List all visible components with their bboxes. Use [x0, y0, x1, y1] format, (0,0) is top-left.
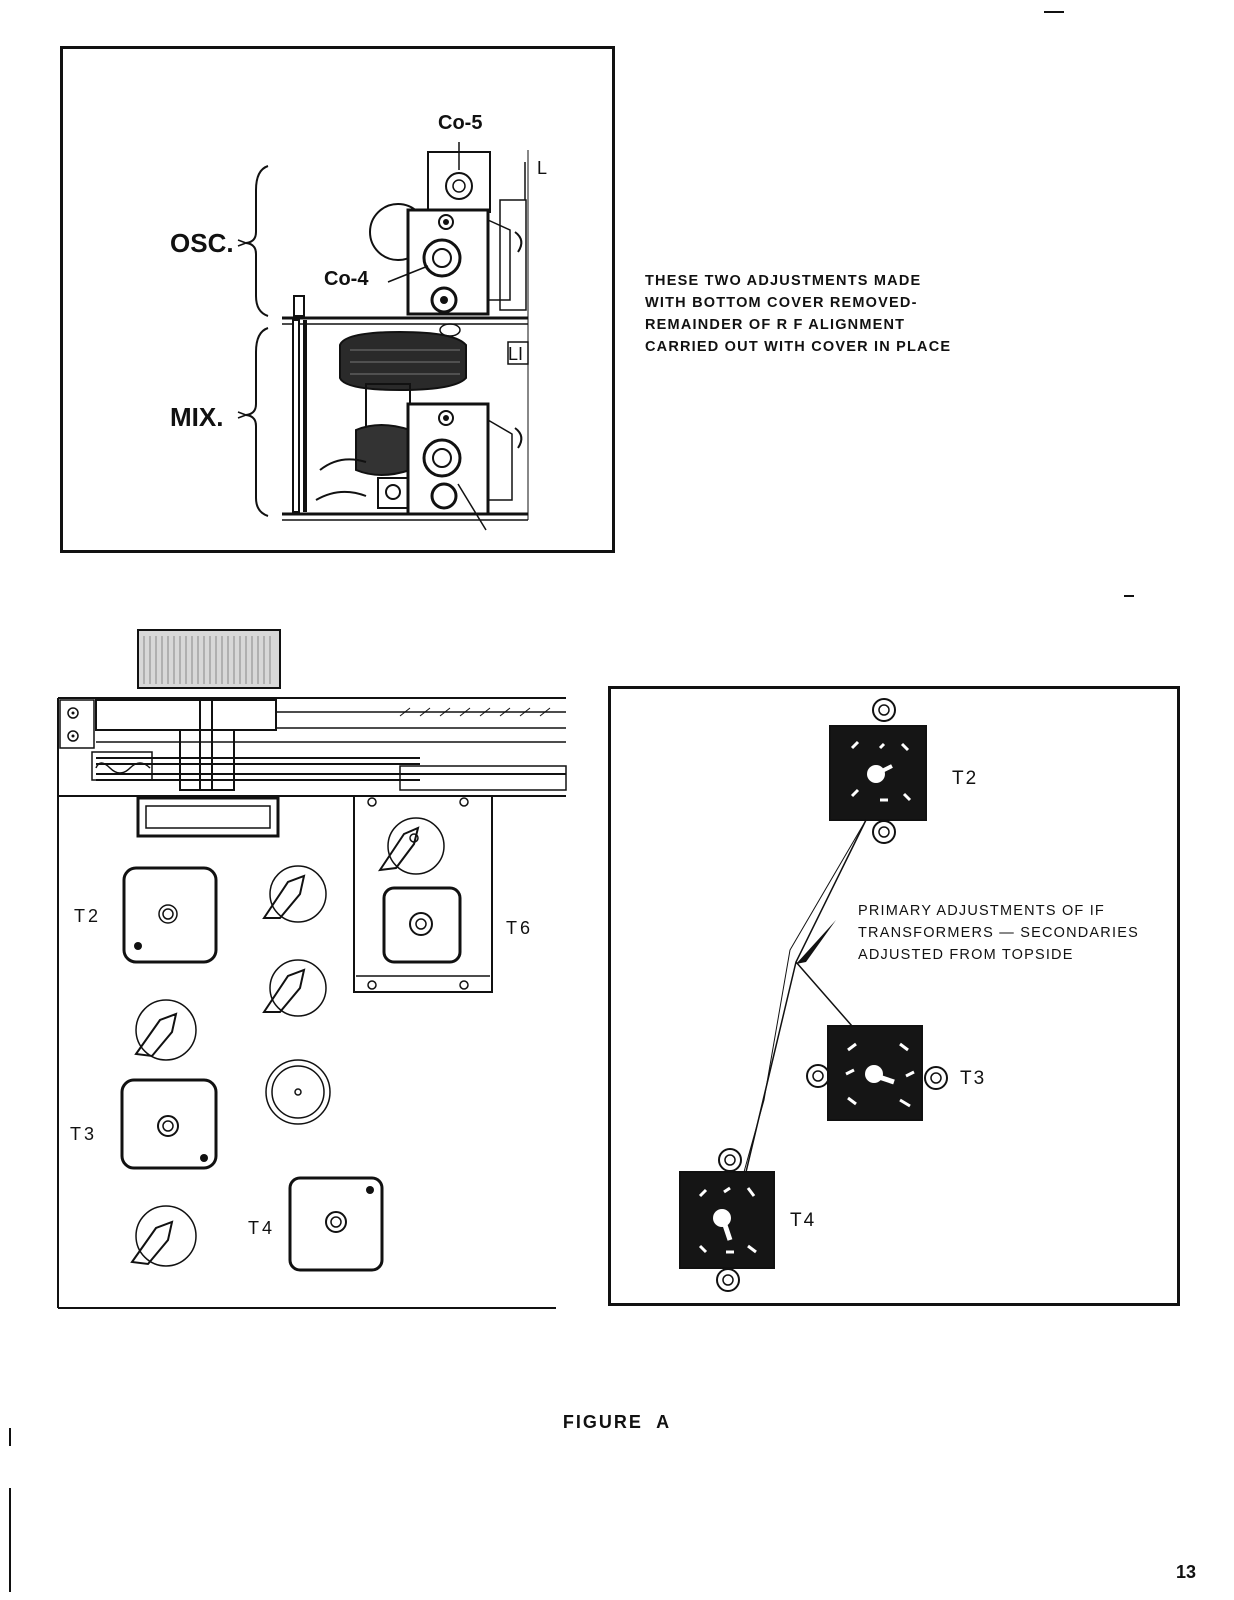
co4-trimmer	[422, 238, 462, 278]
t2-right-label: T2	[952, 768, 979, 789]
mix-label: MIX.	[170, 402, 224, 432]
note-line: THESE TWO ADJUSTMENTS MADE	[645, 273, 922, 289]
page-number: 13	[1175, 1562, 1196, 1582]
t6-can	[382, 886, 462, 964]
note-line: PRIMARY ADJUSTMENTS OF IF	[858, 903, 1105, 919]
l-label: L	[537, 158, 548, 178]
t4-right-label: T4	[790, 1210, 817, 1231]
t4-left-label: T4	[248, 1218, 276, 1238]
note-line: WITH BOTTOM COVER REMOVED-	[645, 295, 918, 311]
t6-plate	[353, 795, 493, 993]
note-line: REMAINDER OF R F ALIGNMENT	[645, 317, 906, 333]
co5-label: Co-5	[438, 112, 483, 134]
t4-can	[288, 1176, 384, 1272]
t6-label: T6	[506, 918, 534, 938]
figure-caption: FIGURE A	[562, 1412, 672, 1432]
co4-label: Co-4	[324, 268, 369, 290]
t2-left-label: T2	[74, 906, 102, 926]
t3-can	[120, 1078, 218, 1170]
t3-right-label: T3	[960, 1068, 987, 1089]
top-adjustment-note: THESE TWO ADJUSTMENTS MADE WITH BOTTOM C…	[645, 270, 951, 358]
co5-trimmer	[445, 172, 473, 200]
mix-trimmer	[422, 438, 462, 478]
note-line: TRANSFORMERS — SECONDARIES	[858, 925, 1139, 941]
osc-label: OSC.	[170, 228, 234, 258]
t2-can	[122, 866, 218, 964]
note-line: ADJUSTED FROM TOPSIDE	[858, 947, 1074, 963]
top-figure-frame	[60, 46, 615, 553]
note-line: CARRIED OUT WITH COVER IN PLACE	[645, 339, 952, 355]
li-label: LI	[508, 344, 524, 364]
if-transformer-note: PRIMARY ADJUSTMENTS OF IF TRANSFORMERS —…	[858, 900, 1139, 966]
t3-left-label: T3	[70, 1124, 98, 1144]
t2-transformer	[829, 725, 927, 821]
